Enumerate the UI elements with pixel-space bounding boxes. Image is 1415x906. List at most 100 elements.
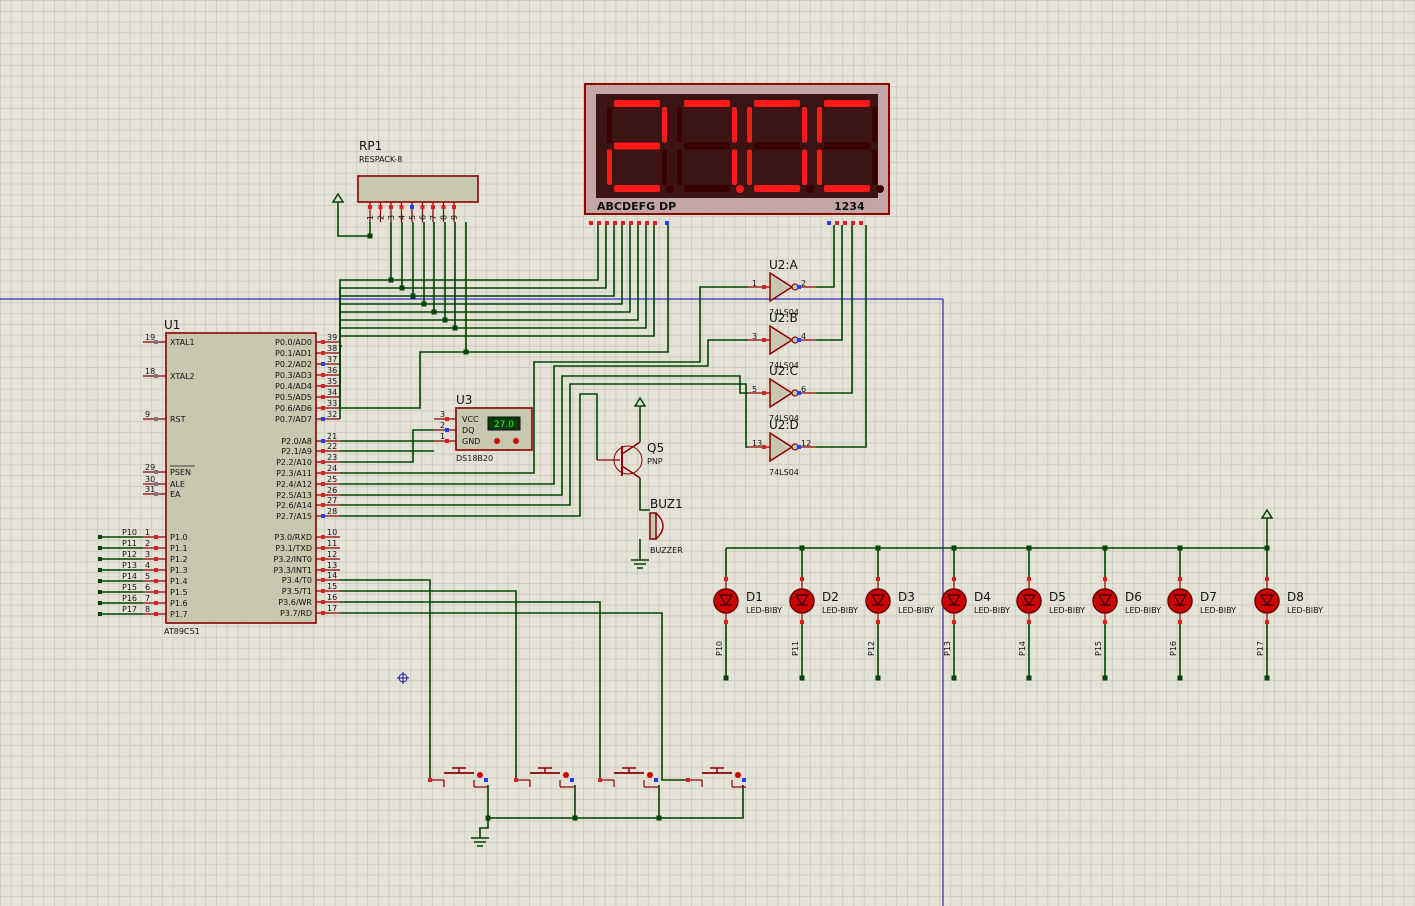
segment-a	[614, 100, 660, 107]
inverter-name: U2:C	[769, 364, 798, 378]
u1-pin-label: P0.0/AD0	[275, 338, 312, 347]
u1-pin-label: P0.5/AD5	[275, 393, 312, 402]
led-net-label: P10	[715, 641, 724, 656]
u1-pin-number: 8	[145, 605, 150, 614]
led-part: LED-BIBY	[1049, 606, 1085, 615]
u1-pin-number: 19	[145, 333, 155, 342]
led-part: LED-BIBY	[822, 606, 858, 615]
segment-f	[677, 107, 682, 143]
u1-microcontroller[interactable]: U1 AT89C51 19XTAL118XTAL29RST29PSEN30ALE…	[98, 318, 340, 636]
u1-pin-number: 33	[327, 399, 337, 408]
u1-pin-label: P3.4/T0	[282, 576, 312, 585]
segment-d	[824, 185, 870, 192]
u1-pin-number: 16	[327, 593, 337, 602]
u1-pin-number: 35	[327, 377, 337, 386]
u1-pin-number: 31	[145, 485, 155, 494]
segment-c	[802, 149, 807, 185]
display-pin	[621, 221, 625, 225]
segment-b	[662, 107, 667, 143]
pushbutton-3[interactable]	[598, 767, 658, 788]
inverter-out-pin: 2	[801, 279, 806, 288]
rp1-pin-number: 2	[377, 215, 386, 220]
p1-net-label: P17	[122, 605, 137, 614]
u3-pin-label: GND	[462, 437, 480, 446]
u1-pin-label: P3.6/WR	[278, 598, 312, 607]
u1-pin-label: RST	[170, 415, 186, 424]
u3-decrement-button[interactable]	[494, 438, 500, 444]
segment-a	[684, 100, 730, 107]
rp1-pin-number: 6	[419, 215, 428, 220]
segment-e	[747, 149, 752, 185]
display-pin	[605, 221, 609, 225]
u1-pin-label: P1.5	[170, 588, 188, 597]
u1-pin-label: P1.2	[170, 555, 188, 564]
p1-net-label: P10	[122, 528, 137, 537]
led-part: LED-BIBY	[898, 606, 934, 615]
led-array[interactable]: D1LED-BIBYP10D2LED-BIBYP11D3LED-BIBYP12D…	[713, 577, 1323, 656]
u1-left-pins: 19XTAL118XTAL29RST29PSEN30ALE31EA1P1.02P…	[98, 333, 195, 619]
led-name: D5	[1049, 590, 1066, 604]
pushbutton-1[interactable]	[428, 767, 488, 788]
u1-pin-number: 10	[327, 528, 337, 537]
led-part: LED-BIBY	[974, 606, 1010, 615]
inverter-part: 74LS04	[769, 468, 799, 477]
u3-pin-label: VCC	[462, 415, 479, 424]
segment-b	[732, 107, 737, 143]
inverter-name: U2:A	[769, 258, 798, 272]
u1-pin-number: 37	[327, 355, 337, 364]
u3-pin-number: 2	[440, 421, 445, 430]
rp1-type: RESPACK-8	[359, 155, 402, 164]
u1-pin-number: 15	[327, 582, 337, 591]
u1-pin-number: 2	[145, 539, 150, 548]
u1-pin-number: 9	[145, 410, 150, 419]
led-name: D1	[746, 590, 763, 604]
seven-segment-display[interactable]: ABCDEFG DP 1234	[584, 83, 890, 225]
u3-increment-button[interactable]	[513, 438, 519, 444]
segment-dp	[876, 185, 884, 193]
pushbutton-2[interactable]	[514, 767, 574, 788]
u1-pin-number: 14	[327, 571, 337, 580]
u1-right-pins: 39P0.0/AD038P0.1/AD137P0.2/AD236P0.3/AD3…	[273, 333, 340, 618]
buz1-buzzer[interactable]: BUZ1 BUZZER	[649, 497, 683, 555]
q5-transistor[interactable]: Q5 PNP	[597, 441, 664, 479]
p1-net-label: P13	[122, 561, 137, 570]
u1-pin-label: P2.1/A9	[281, 447, 312, 456]
led-name: D8	[1287, 590, 1304, 604]
segment-pin-label: ABCDEFG DP	[597, 200, 676, 213]
rp1-pin-number: 1	[366, 215, 375, 220]
pushbutton-4[interactable]	[686, 767, 746, 788]
led-net-label: P11	[791, 641, 800, 656]
u1-name: U1	[164, 318, 180, 332]
u1-pin-number: 7	[145, 594, 150, 603]
led-net-label: P15	[1094, 641, 1103, 656]
u1-pin-number: 29	[145, 463, 155, 472]
u3-part: DS18B20	[456, 454, 493, 463]
pushbutton-group[interactable]	[428, 767, 746, 788]
u1-pin-label: P2.2/A10	[276, 458, 312, 467]
u1-pin-number: 36	[327, 366, 337, 375]
u1-pin-label: XTAL1	[170, 338, 195, 347]
u1-pin-number: 32	[327, 410, 337, 419]
led-part: LED-BIBY	[1287, 606, 1323, 615]
segment-d	[614, 185, 660, 192]
inverter-out-pin: 12	[801, 439, 811, 448]
u3-reading: 27.0	[494, 420, 514, 430]
inverter-out-pin: 4	[801, 332, 806, 341]
led-part: LED-BIBY	[1200, 606, 1236, 615]
